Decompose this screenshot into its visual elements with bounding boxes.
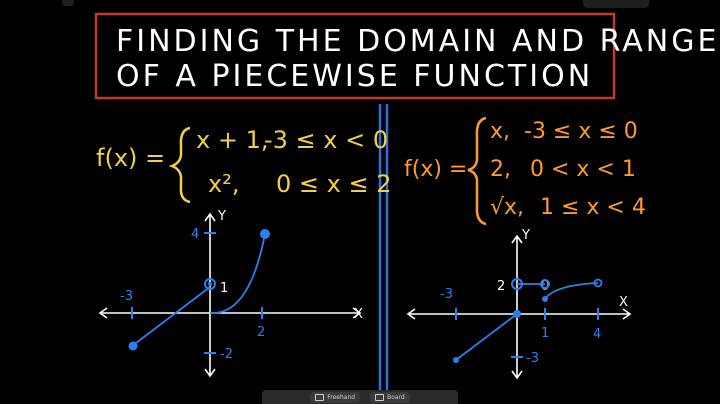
left-tick-label-y-1: 1 — [220, 281, 228, 296]
title-line-2: OF A PIECEWISE FUNCTION — [116, 59, 593, 94]
right-tick-label-y-neg3: -3 — [526, 351, 539, 366]
left-piece1-cond: -3 ≤ x < 0 — [264, 126, 388, 154]
right-graph: X Y -3 1 4 2 0 -3 — [406, 228, 632, 380]
bottom-toolbar: Freehand Board — [262, 390, 458, 404]
right-point-closed-start — [453, 357, 459, 363]
right-y-axis-label: Y — [521, 228, 530, 243]
board-icon — [375, 393, 385, 401]
right-piece1-expr: x, — [490, 119, 510, 144]
right-x-arrow-left — [406, 308, 416, 320]
right-point-open-0-2 — [511, 278, 523, 290]
left-point-closed-start — [128, 341, 138, 351]
left-point-open-0-1 — [204, 278, 216, 290]
left-tick-label-y-4: 4 — [191, 227, 199, 242]
left-x-axis-label: X — [354, 307, 363, 322]
left-piece2-cond: 0 ≤ x ≤ 2 — [276, 170, 391, 198]
right-y-arrow-up — [511, 234, 523, 244]
right-piece3-expr: √x, — [490, 195, 524, 220]
left-piece2-expr: x², — [208, 170, 239, 198]
right-piece1-cond: -3 ≤ x ≤ 0 — [524, 119, 638, 144]
left-function-lhs: f(x) = — [96, 144, 165, 172]
freehand-button-label: Freehand — [327, 393, 356, 401]
right-tick-label-x-4: 4 — [593, 327, 601, 342]
right-point-open-end — [593, 278, 603, 288]
title-box — [94, 12, 616, 100]
board-button-label: Board — [387, 393, 405, 401]
left-tick-label-y-neg2: -2 — [220, 347, 233, 362]
right-tick-label-x-neg3: -3 — [440, 287, 453, 302]
left-point-closed-origin — [208, 282, 212, 286]
left-function-brace — [168, 126, 191, 204]
right-point-closed-origin — [513, 310, 521, 318]
right-x-axis-label: X — [619, 295, 628, 310]
left-y-axis-label: Y — [217, 209, 226, 224]
right-curve-sqrt — [544, 282, 599, 300]
right-tick-label-x-1: 1 — [541, 326, 549, 341]
right-piece2-cond: 0 < x < 1 — [530, 157, 636, 182]
right-piece3-cond: 1 ≤ x < 4 — [540, 195, 646, 220]
left-y-arrow-down — [204, 368, 216, 378]
pen-icon — [315, 393, 325, 401]
left-y-arrow-up — [204, 212, 216, 222]
top-left-control[interactable] — [62, 0, 74, 6]
top-right-controls[interactable] — [583, 0, 649, 8]
right-point-closed-1-1 — [542, 296, 548, 302]
right-point-open-1-2 — [540, 279, 550, 289]
left-point-closed-end — [260, 229, 270, 239]
left-tick-label-x-neg3: -3 — [120, 289, 133, 304]
left-x-arrow-right — [352, 307, 362, 319]
right-function-lhs: f(x) = — [404, 157, 467, 182]
right-x-arrow-right — [622, 308, 632, 320]
right-y-arrow-down — [511, 370, 523, 380]
right-piece2-expr: 2, — [490, 157, 511, 182]
title-line-1: FINDING THE DOMAIN AND RANGE — [116, 24, 719, 59]
right-tick-label-y-0: 0 — [541, 279, 549, 294]
right-tick-label-y-2: 2 — [497, 279, 505, 294]
left-curve-parabola — [209, 233, 266, 314]
left-tick-label-x-2: 2 — [257, 325, 265, 340]
board-button[interactable]: Board — [370, 391, 410, 403]
right-function-brace — [467, 116, 487, 226]
left-piece1-expr: x + 1, — [196, 126, 268, 154]
right-segment-linear — [455, 313, 518, 361]
left-x-arrow-left — [98, 307, 108, 319]
left-segment-linear — [131, 286, 211, 347]
freehand-button[interactable]: Freehand — [310, 391, 361, 403]
left-graph: X Y -3 2 4 1 -2 — [98, 209, 363, 378]
